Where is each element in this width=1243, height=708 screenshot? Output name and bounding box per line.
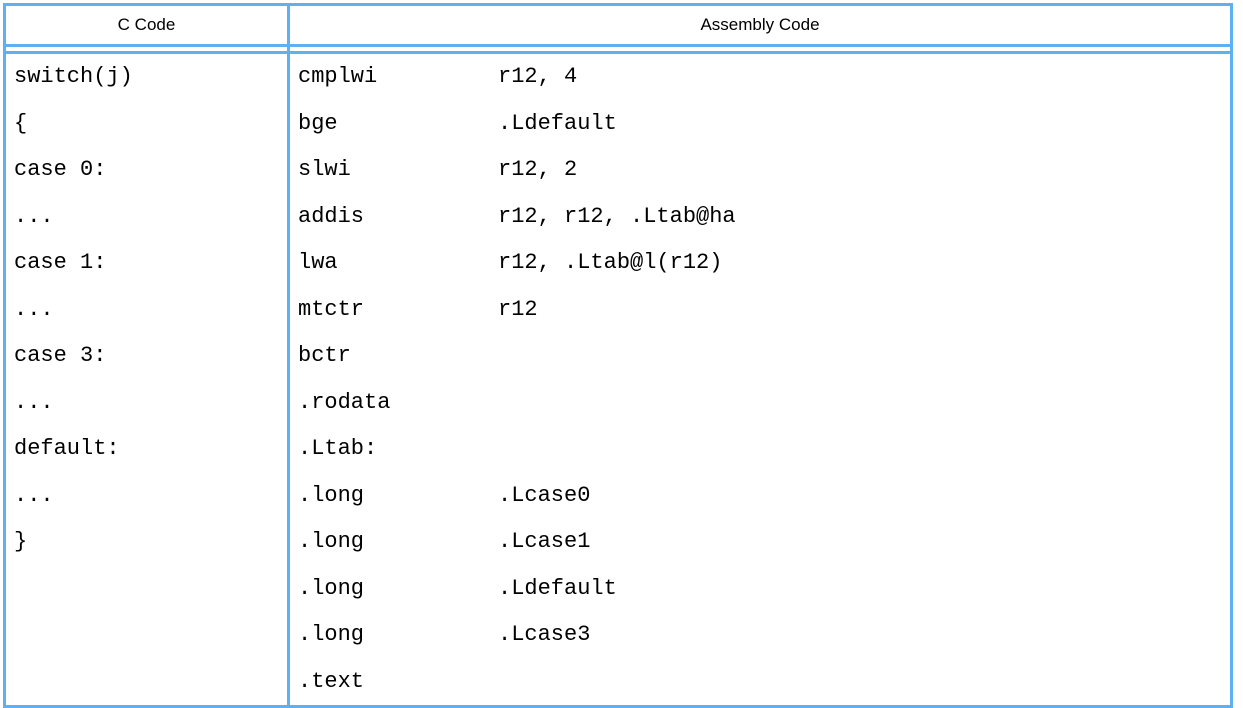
assembly-operand: .Lcase0 [498,482,591,508]
table-row: switch(j) cmplwi r12, 4 [4,52,1232,101]
assembly-operand: r12, r12, .Ltab@ha [498,203,736,229]
assembly-mnemonic: .text [298,668,365,694]
assembly-code-cell: .long .Lcase1 [289,519,1232,566]
c-code-cell [4,612,290,659]
header-row: C Code Assembly Code [4,4,1232,46]
c-code-cell: ... [4,379,290,426]
assembly-code-cell: slwi r12, 2 [289,147,1232,194]
table-body: switch(j) cmplwi r12, 4 { bge .Ldefault case 0… [4,52,1232,707]
c-code-cell: } [4,519,290,566]
column-header-c-code: C Code [4,4,290,46]
c-code-cell: case 1: [4,240,290,287]
assembly-mnemonic: lwa [298,250,338,275]
table-row: ... addis r12, r12, .Ltab@ha [4,193,1232,241]
c-code-cell: default: [4,426,290,473]
table-row: .long .Lcase3 [4,612,1232,659]
rule-gap-row [3,45,1232,53]
assembly-operand: .Ldefault [498,575,617,601]
assembly-code-cell: bge .Ldefault [289,101,1232,148]
table-row: .text [4,658,1232,707]
assembly-mnemonic: cmplwi [298,64,378,89]
assembly-mnemonic: bge [298,110,338,136]
assembly-mnemonic: .long [298,622,365,647]
assembly-mnemonic: .long [298,575,365,601]
table-row: ... .rodata [4,379,1232,427]
header-rule-spacer [3,45,1232,53]
assembly-mnemonic: slwi [298,157,351,182]
assembly-mnemonic: .long [298,482,365,508]
assembly-mnemonic: mtctr [298,296,365,322]
assembly-mnemonic: addis [298,203,365,229]
code-comparison-table-wrapper: C Code Assembly Code switch(j) cmplwi r12,… [3,3,1233,708]
table-row: case 3: bctr [4,333,1232,380]
code-comparison-table: C Code Assembly Code switch(j) cmplwi r12,… [3,3,1233,708]
assembly-mnemonic: bctr [298,343,351,368]
assembly-code-cell: cmplwi r12, 4 [289,53,1232,101]
assembly-code-cell: .long .Lcase3 [289,612,1232,659]
table-row: } .long .Lcase1 [4,519,1232,566]
assembly-code-cell: .text [289,659,1232,707]
assembly-operand: r12, 4 [498,64,578,89]
column-header-assembly-code: Assembly Code [700,15,820,34]
table-row: ... .long .Lcase0 [4,472,1232,520]
assembly-operand: r12, 2 [498,157,578,182]
assembly-operand: .Lcase3 [498,622,591,647]
assembly-code-cell: .Ltab: [289,426,1232,473]
c-code-cell: case 3: [4,333,290,380]
assembly-code-cell: addis r12, r12, .Ltab@ha [289,194,1232,241]
assembly-code-cell: .rodata [289,380,1232,427]
assembly-operand: r12, .Ltab@l(r12) [498,250,723,275]
assembly-code-cell: lwa r12, .Ltab@l(r12) [289,240,1232,287]
assembly-mnemonic: .Ltab: [298,436,378,461]
rule-gap-cell-left [3,45,290,53]
c-code-cell: ... [4,472,290,519]
assembly-mnemonic: .long [298,529,365,554]
c-code-cell: ... [4,193,290,240]
rule-gap-cell-right [288,45,1232,53]
assembly-code-cell: .long .Lcase0 [289,473,1232,520]
c-code-cell: switch(j) [4,52,290,101]
c-code-cell: ... [4,286,290,333]
c-code-cell [4,658,290,707]
c-code-cell [4,565,290,612]
table-row: default: .Ltab: [4,426,1232,473]
assembly-code-cell: mtctr r12 [289,287,1232,334]
assembly-operand: .Lcase1 [498,529,591,554]
assembly-operand: .Ldefault [498,110,617,136]
table-row: case 0: slwi r12, 2 [4,147,1232,194]
table-row: ... mtctr r12 [4,286,1232,334]
c-code-cell: { [4,100,290,147]
assembly-code-cell: .long .Ldefault [289,566,1232,613]
c-code-cell: case 0: [4,147,290,194]
table-header: C Code Assembly Code [4,4,1232,46]
table-row: case 1: lwa r12, .Ltab@l(r12) [4,240,1232,287]
assembly-code-cell: bctr [289,333,1232,380]
table-row: { bge .Ldefault [4,100,1232,148]
assembly-mnemonic: .rodata [298,389,391,415]
assembly-operand: r12 [498,296,538,322]
table-row: .long .Ldefault [4,565,1232,613]
